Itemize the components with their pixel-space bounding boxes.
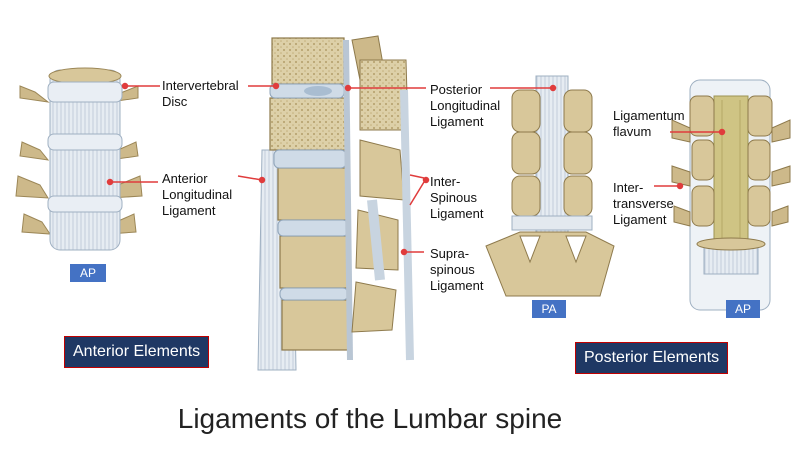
- posterior-elements-box: Posterior Elements: [575, 342, 729, 374]
- posterior-ap-spine: [671, 79, 791, 311]
- label-intervertebral-disc: Intervertebral Disc: [162, 78, 239, 109]
- anterior-elements-box: Anterior Elements: [64, 336, 210, 368]
- leader-lines: [106, 82, 726, 256]
- badge-anterior-ap: AP: [70, 264, 106, 282]
- leader-disc-right-dot: [272, 82, 280, 90]
- label-anterior-longitudinal-ligament: Anterior Longitudinal Ligament: [162, 171, 233, 218]
- label-intertransverse-ligament: Inter- transverse Ligament: [613, 180, 674, 227]
- label-posterior-longitudinal-ligament: Posterior Longitudinal Ligament: [430, 82, 501, 129]
- posterior-pa-spine: [485, 75, 615, 297]
- badge-posterior-pa: PA: [532, 300, 566, 318]
- lateral-section-spine: [257, 35, 414, 371]
- leader-disc-left-dot: [121, 82, 129, 90]
- label-interspinous-ligament: Inter- Spinous Ligament: [430, 174, 484, 221]
- leader-interspinous-a: [409, 174, 425, 179]
- badge-posterior-ap: AP: [726, 300, 760, 318]
- label-supraspinous-ligament: Supra- spinous Ligament: [430, 246, 484, 293]
- figure-title: Ligaments of the Lumbar spine: [177, 403, 563, 434]
- leader-anterior-long-right: [237, 175, 263, 181]
- label-ligamentum-flavum: Ligamentum flavum: [613, 108, 685, 139]
- anterior-ap-spine: [15, 67, 143, 251]
- leader-interspinous-b: [409, 181, 425, 206]
